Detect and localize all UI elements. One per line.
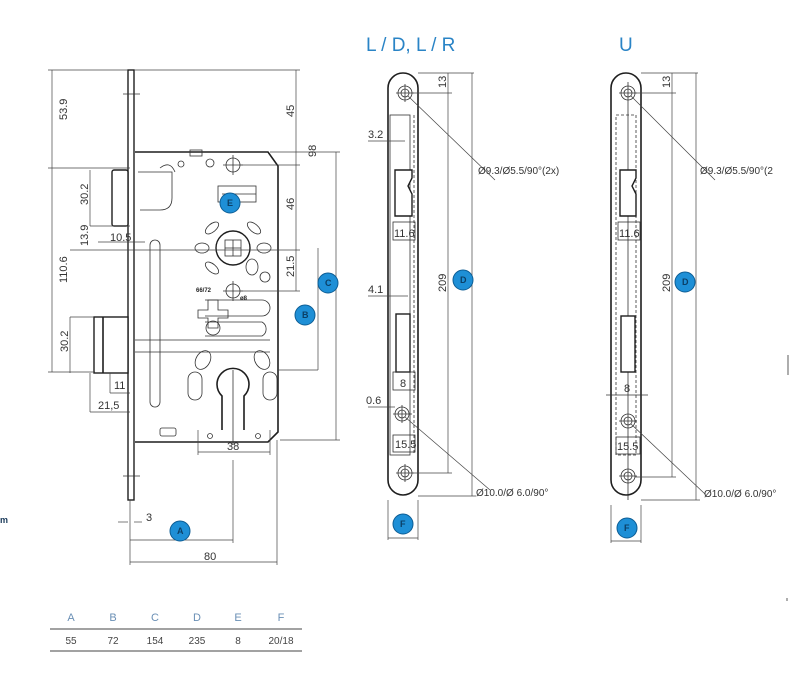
dim-11-6-u: 11.6 [619, 228, 640, 240]
dimension-table: A B C D E F 55 72 154 235 8 20/18 [50, 612, 302, 652]
dim-3-2: 3.2 [368, 129, 383, 141]
svg-text:D: D [460, 275, 467, 285]
bolt-opening [395, 313, 411, 373]
table-value-b: 72 [107, 636, 119, 647]
deadbolt [93, 316, 129, 374]
note-top-holes-u: Ø9.3/Ø5.5/90°(2 [700, 166, 773, 177]
latch-opening-u [619, 169, 637, 217]
badge-f: F [392, 513, 414, 535]
svg-text:A: A [177, 526, 184, 536]
note-bottom-holes-u: Ø10.0/Ø 6.0/90° [704, 489, 776, 500]
dim-98: 98 [307, 145, 319, 157]
dim-45: 45 [285, 105, 297, 117]
dim-8-u: 8 [624, 383, 630, 395]
dim-80: 80 [204, 551, 216, 563]
dim-30-2-top: 30.2 [79, 184, 91, 205]
table-value-f: 20/18 [268, 636, 293, 647]
latch-bolt [111, 169, 129, 227]
table-value-c: 154 [147, 636, 164, 647]
badge-a: A [169, 520, 191, 542]
table-header-f: F [278, 612, 285, 624]
dim-30-2-bottom: 30.2 [59, 331, 71, 352]
dim-15-5-u: 15.5 [617, 441, 638, 453]
note-top-holes: Ø9.3/Ø5.5/90°(2x) [478, 166, 559, 177]
table-header-a: A [67, 612, 75, 624]
faceplate-outline-u [610, 72, 642, 496]
latch-opening [394, 169, 413, 217]
table-header-e: E [234, 612, 241, 624]
faceplate-outline [387, 72, 419, 496]
faceplate [127, 69, 135, 501]
badge-e: E [219, 192, 241, 214]
badge-b: B [294, 304, 316, 326]
dim-11-6: 11.6 [394, 228, 415, 240]
dim-46: 46 [285, 198, 297, 210]
svg-text:F: F [400, 519, 406, 529]
bolt-opening-u [620, 315, 636, 373]
dim-8: 8 [400, 378, 406, 390]
svg-text:C: C [325, 278, 332, 288]
badge-f-u: F [616, 517, 638, 539]
lock-case [135, 151, 279, 443]
view-title-u: U [619, 35, 633, 56]
badge-d-u: D [674, 271, 696, 293]
faceplate-view-u: U 13 11.6 209 8 15.5 Ø9.3/Ø5.5/90°(2 [606, 35, 776, 543]
dim-110-6: 110.6 [58, 256, 70, 283]
dim-13-9: 13.9 [79, 225, 91, 246]
dim-11: 11 [114, 380, 125, 392]
dim-13-u: 13 [661, 76, 673, 88]
dim-209-u: 209 [661, 274, 673, 292]
note-bottom-holes: Ø10.0/Ø 6.0/90° [476, 488, 548, 499]
dim-21-5-left: 21,5 [98, 400, 119, 412]
dim-15-5: 15.5 [395, 439, 416, 451]
angle-note: ø8 [240, 296, 248, 302]
dim-10-5: 10.5 [110, 232, 131, 244]
faceplate-view-ld-lr: L / D, L / R 13 3.2 11.6 209 [366, 35, 559, 540]
svg-text:E: E [227, 198, 233, 208]
table-value-a: 55 [65, 636, 77, 647]
table-value-e: 8 [235, 636, 241, 647]
view-title-ld-lr: L / D, L / R [366, 35, 455, 56]
svg-text:B: B [302, 310, 309, 320]
dim-209: 209 [437, 274, 449, 292]
dim-0-6: 0.6 [366, 395, 381, 407]
dim-3: 3 [146, 512, 152, 524]
spindle-note: 66/72 [196, 288, 212, 294]
svg-text:D: D [682, 277, 689, 287]
badge-c: C [317, 272, 339, 294]
table-header-c: C [151, 612, 159, 624]
lock-body-view: 53.9 110.6 30.2 13.9 10.5 30.2 11 21,5 4… [48, 69, 340, 565]
dim-4-1: 4.1 [368, 284, 383, 296]
edge-fragment: m [0, 515, 8, 525]
svg-text:F: F [624, 523, 630, 533]
table-value-d: 235 [189, 636, 206, 647]
dim-38: 38 [227, 441, 239, 453]
dim-53-9: 53.9 [58, 99, 70, 120]
dim-21-5: 21.5 [285, 256, 297, 277]
dim-13: 13 [437, 76, 449, 88]
table-header-b: B [109, 612, 116, 624]
table-header-d: D [193, 612, 201, 624]
badge-d: D [452, 269, 474, 291]
